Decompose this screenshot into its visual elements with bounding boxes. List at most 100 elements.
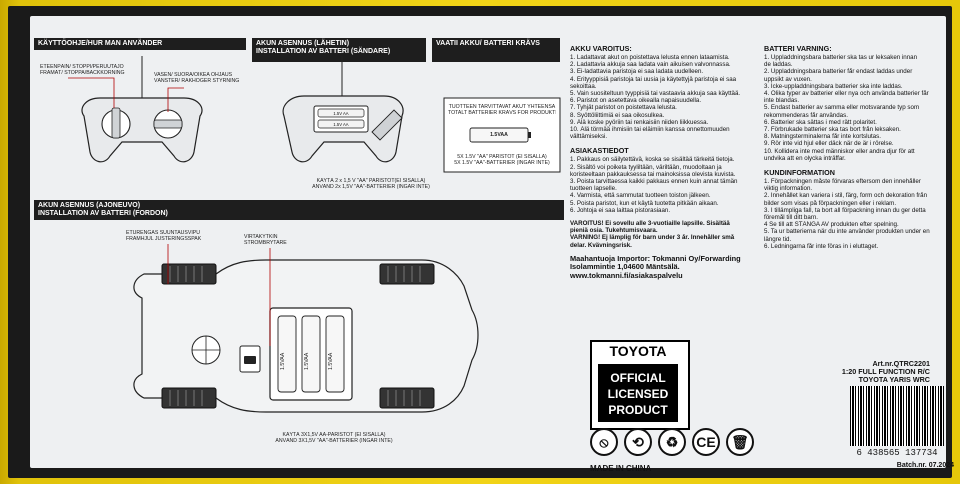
instructions-top-area: KÄYTTÖOHJE/HUR MAN ANVÄNDER AKUN ASENNUS… [34,38,564,200]
box-back-panel: KÄYTTÖOHJE/HUR MAN ANVÄNDER AKUN ASENNUS… [30,16,954,473]
battery-required-line1: TUOTTEEN TARVITTAVAT AKUT YHTEENSÄ [448,104,556,110]
svg-text:1.5V AA: 1.5V AA [333,111,348,116]
fi-info-list: 1. Pakkaus on säilytettävä, koska se sis… [570,156,750,214]
age-warning-line-3: VARNING! Ej lämplig för barn under 3 år.… [570,234,735,242]
fi-info-line-1: 1. Pakkaus on säilytettävä, koska se sis… [570,156,735,164]
stick-left-line2: FRAMÅT/ STOPPA/BACKKÖRNING [40,70,125,76]
sv-warning-line-9: rekommenderas får användas. [764,111,848,119]
front-wheel-adjust-label-fi: ETURENGAS SUUNTAUSVIPU [126,230,200,236]
sv-warning-line-14: 10. Kollidera inte med människor eller a… [764,147,915,155]
section-title-transmitter-fi: AKUN ASENNUS (LÄHETIN) [256,40,350,47]
toyota-wordmark: TOYOTA [609,343,667,359]
article-number: Art.nr.QTRC2201 [872,359,930,368]
section-title-transmitter: AKUN ASENNUS (LÄHETIN) INSTALLATION AV B… [252,38,426,62]
transmitter-usage-diagram [68,56,203,163]
power-switch-label-sv: STRÖMBRYTARE [244,240,287,246]
fi-warning-line-9: 8. Syöttöliittimiä ei saa oikosulkea. [570,111,665,119]
sv-warning-line-8: 5. Endast batterier av samma eller motsv… [764,104,920,112]
official-text: OFFICIAL [610,371,666,385]
importer-line-3: www.tokmanni.fi/asiakaspalvelu [570,272,683,281]
vehicle-battery-note-fi: KÄYTÄ 3X1,5V AA-PARISTOT (EI SISÄLLÄ) [282,432,386,438]
importer-line-1: Maahantuoja Importor: Tokmanni Oy/Forwar… [570,254,741,263]
ce-mark-icon: CE [692,428,720,456]
fi-warning-title: AKKU VAROITUS: [570,44,632,53]
fi-warning-line-5: sekoittaa. [570,82,597,90]
vehicle-bottom-diagram [133,244,479,413]
car-battery-1-label: 1.5VAA [280,352,286,370]
product-function: 1:20 FULL FUNCTION R/C [841,367,930,377]
vehicle-battery-note: KÄYTÄ 3X1,5V AA-PARISTOT (EI SISÄLLÄ) AN… [234,432,434,444]
fi-warning-line-11: 10. Älä törmää ihmisiin tai eläimiin kan… [570,126,730,134]
front-wheel-adjust-label: ETURENGAS SUUNTAUSVIPU FRAMHJUL JUSTERIN… [126,230,236,242]
fi-warning-line-8: 7. Tyhjät paristot on poistettava lelust… [570,104,677,112]
age-warning-line-2: pieniä osia. Tukehtumisvaara. [570,227,658,235]
power-switch-label-fi: VIRTAKYTKIN [244,234,278,240]
car-battery-3-label: 1.5VAA [328,352,334,370]
sv-warning-line-11: 7. Förbrukade batterier ska tas bort frå… [764,126,901,134]
compliance-icons: ⦸ ⟲ ♻ CE 🗑 [590,428,800,462]
batch-number: Batch.nr. 07.2024 [896,462,954,469]
sv-warning-line-10: 6. Batterier ska sättas i med rätt polar… [764,118,877,126]
swedish-text-column: BATTERI VARNING: 1. Uppladdningsbara bat… [764,44,940,344]
front-wheel-adjust-label-sv: FRAMHJUL JUSTERINGSSPAK [126,236,202,242]
section-title-battery-required: VAATII AKKU/ BATTERI KRÄVS [432,38,560,62]
sv-warning-title: BATTERI VARNING: [764,44,832,53]
sv-info-line-6: föremål till ditt barn. [764,214,818,222]
fi-warning-line-12: välttämiseksi. [570,133,608,141]
barcode-number: 6 438565 137734 [856,448,938,458]
age-warning-icon-glyph: ⦸ [599,434,609,450]
fi-info-line-5: tuotteen lapselle. [570,185,617,193]
sv-info-line-10: 6. Ledningarna får inte föras in i elutt… [764,242,879,250]
battery-required-line2: TOTALT BATTERIER KRÄVS FÖR PRODUKTEN [448,110,556,116]
green-dot-icon-glyph: ⟲ [632,434,644,450]
green-dot-icon: ⟲ [624,428,652,456]
licensed-text: LICENSED [607,387,669,401]
battery-required-box [443,97,561,173]
sv-info-line-3: 2. Innehållet kan variera i stil, färg, … [764,192,928,200]
fi-info-line-4: 3. Poista tarvittaessa kaikki pakkaus en… [570,178,738,186]
car-battery-2-label: 1.5VAA [304,352,310,370]
sv-info-line-4: bilder som visas på förpackningen eller … [764,199,897,207]
sv-warning-line-3: 2. Uppladdningsbara batterier får endast… [764,68,913,76]
section-title-vehicle-sv: INSTALLATION AV BATTERI (FORDON) [38,210,168,217]
fi-warning-line-7: 6. Paristot on asetettava oikealla napai… [570,97,702,105]
sv-warning-line-2: de laddas. [764,61,793,69]
sv-info-line-9: längre tid. [764,235,792,243]
fi-warning-line-2: 2. Ladattavia akkuja saa ladata vain aik… [570,61,731,69]
battery-required-cell: 1.5VAA [490,132,508,138]
age-warning-line-1: VAROITUS! Ei sovellu alle 3-vuotiaille l… [570,220,730,228]
product-model: TOYOTA YARIS WRC [858,375,930,385]
instructions-top-diagrams: 1.5V AA 1.5V AA [68,56,561,173]
weee-bin-icon-glyph: 🗑 [731,434,749,450]
fi-info-line-6: 4. Varmista, että sammutat tuotteen tois… [570,192,711,200]
section-title-usage: KÄYTTÖOHJE/HUR MAN ANVÄNDER [34,38,246,50]
transmitter-battery-note-sv: ANVÄND 2x 1,5V "AA"-BATTERIER (INGÅR INT… [312,184,430,190]
fi-info-title: ASIAKASTIEDOT [570,146,629,156]
ce-mark-icon-glyph: CE [696,434,716,450]
finnish-text-column: AKKU VAROITUS: 1. Ladattavat akut on poi… [570,44,750,344]
sv-warning-line-12: 8. Matningsterminalerna får inte kortslu… [764,133,881,141]
battery-required-count-fi: 5X 1.5V "AA" PARISTOT (EI SISÄLLÄ) [457,154,547,160]
battery-required-count: 5X 1.5V "AA" PARISTOT (EI SISÄLLÄ) 5X 1.… [446,154,558,166]
sv-info-title: KUNDINFORMATION [764,168,835,178]
fi-warning-line-1: 1. Ladattavat akut on poistettava lelust… [570,54,730,61]
fi-warning-line-10: 9. Älä koske pyöriin tai renkaisiin niid… [570,118,709,126]
sv-warning-line-6: 4. Olika typer av batterier eller nya oc… [764,90,929,98]
sv-info-line-5: 3. I tillämpliga fall, ta bort all förpa… [764,206,926,214]
transmitter-battery-note: KÄYTÄ 2 x 1,5 V "AA" PARISTOT(EI SISÄLLÄ… [296,178,446,190]
sv-info-line-7: 4 Se till att STÄNGA AV produkten efter … [764,221,899,229]
stick-right-labels: VASEN/ SUORA/OIKEA OHJAUS VÄNSTER/ RAKHÖ… [154,72,254,84]
sv-warning-line-13: 9. Rör inte vid hjul eller däck när de ä… [764,140,894,148]
fi-warning-line-4: 4. Erityyppisiä paristoja tai uusia ja k… [570,75,737,83]
fi-info-line-3: koristeeltaan pakkauksessa tai mainoksis… [570,170,736,178]
sv-info-line-8: 5. Ta ur batterierna när du inte använde… [764,228,930,236]
vehicle-diagram-area: AKUN ASENNUS (AJONEUVO) INSTALLATION AV … [34,200,564,460]
battery-required-text: TUOTTEEN TARVITTAVAT AKUT YHTEENSÄ TOTAL… [448,104,556,116]
age-warning: VAROITUS! Ei sovellu alle 3-vuotiaille l… [570,220,750,249]
sv-warning-line-1: 1. Uppladdningsbara batterier ska tas ur… [764,54,918,61]
official-licensed-product: OFFICIAL LICENSED PRODUCT [598,364,678,422]
sv-info-line-2: viktig information. [764,185,813,193]
svg-text:1.5V AA: 1.5V AA [333,122,348,127]
sv-warning-line-7: inte blandas. [764,97,800,105]
sv-warning-list: 1. Uppladdningsbara batterier ska tas ur… [764,54,940,162]
